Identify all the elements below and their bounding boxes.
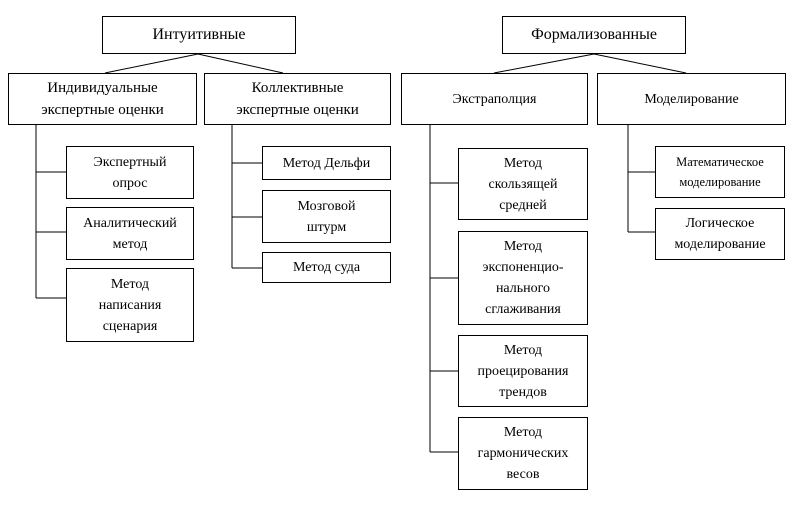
- branch-collective: Коллективные экспертные оценки: [204, 73, 391, 125]
- root-formalized: Формализованные: [502, 16, 686, 54]
- node-exponential-smoothing: Метод экспоненцио- нального сглаживания: [458, 231, 588, 325]
- branch-individual: Индивидуальные экспертные оценки: [8, 73, 197, 125]
- node-moving-average: Метод скользящей средней: [458, 148, 588, 220]
- node-expert-survey: Экспертный опрос: [66, 146, 194, 199]
- node-mathematical-modeling: Математическое моделирование: [655, 146, 785, 198]
- node-delphi-method: Метод Дельфи: [262, 146, 391, 180]
- node-court-method: Метод суда: [262, 252, 391, 283]
- node-harmonic-weights: Метод гармонических весов: [458, 417, 588, 490]
- root-intuitive: Интуитивные: [102, 16, 296, 54]
- node-trend-projection: Метод проецирования трендов: [458, 335, 588, 407]
- node-scenario-method: Метод написания сценария: [66, 268, 194, 342]
- branch-extrapolation: Экстраполция: [401, 73, 588, 125]
- node-logical-modeling: Логическое моделирование: [655, 208, 785, 260]
- branch-modeling: Моделирование: [597, 73, 786, 125]
- node-analytical-method: Аналитический метод: [66, 207, 194, 260]
- node-brainstorming: Мозговой штурм: [262, 190, 391, 243]
